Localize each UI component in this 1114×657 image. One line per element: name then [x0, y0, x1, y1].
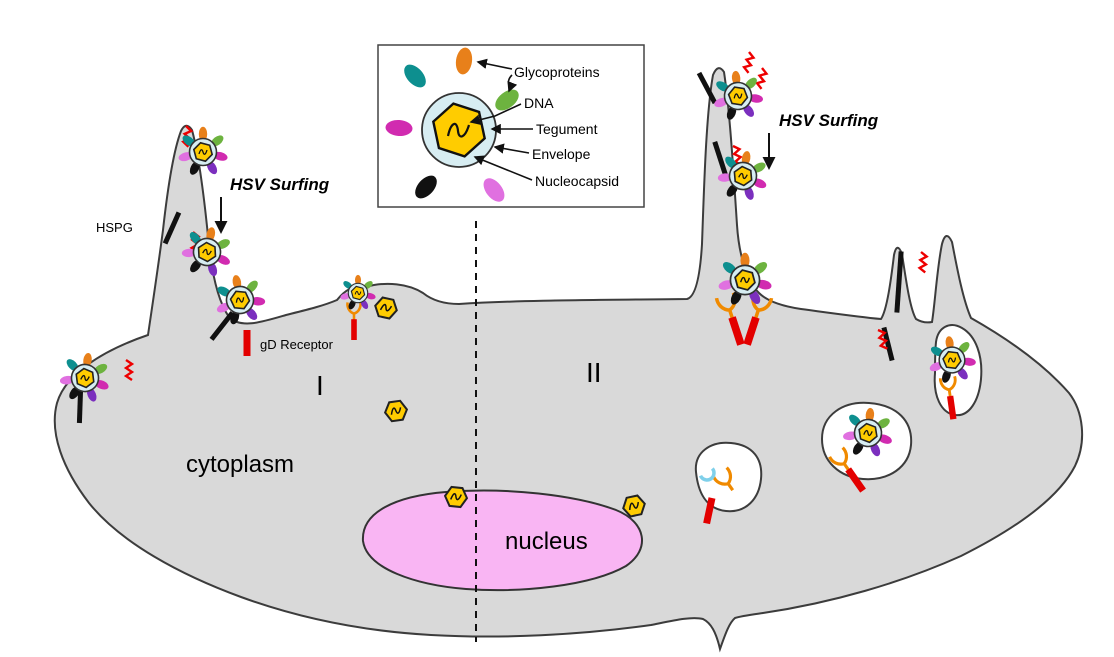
- hsv-surfing-right-label: HSV Surfing: [779, 111, 879, 130]
- glycoprotein-black: [415, 175, 437, 199]
- vesicle-cargo-crescent: [698, 464, 716, 482]
- cytoplasm-label: cytoplasm: [186, 451, 294, 478]
- heparan-zigzag: [918, 250, 929, 274]
- gd-receptor-bar: [243, 330, 251, 356]
- glycoprotein-magenta: [385, 119, 413, 137]
- glycoprotein-green: [495, 89, 519, 111]
- dna-squiggle: [446, 122, 471, 138]
- envelope-arrow: [493, 143, 530, 154]
- nucleus-label: nucleus: [505, 528, 588, 555]
- heparan-zigzag: [754, 66, 769, 91]
- glycoproteins-arrow-2: [507, 74, 518, 93]
- nucleocapsid-arrow: [473, 155, 533, 181]
- gd-receptor-label: gD Receptor: [260, 337, 334, 352]
- nucleocapsid-label: Nucleocapsid: [535, 173, 619, 189]
- dna-label: DNA: [524, 95, 554, 111]
- cell-body: [53, 67, 1084, 653]
- hspg-label: HSPG: [96, 220, 133, 235]
- vesicle: [694, 441, 763, 513]
- heparan-zigzag: [741, 50, 756, 75]
- glycoprotein-orange: [455, 47, 473, 75]
- region-i-label: I: [316, 370, 324, 401]
- tegument-label: Tegument: [536, 121, 598, 137]
- envelope-label: Envelope: [532, 146, 591, 162]
- hsv-surfing-left-label: HSV Surfing: [230, 175, 330, 194]
- glycoprotein-teal: [404, 64, 426, 88]
- gd-receptors: [243, 293, 961, 525]
- glycoproteins-arrow-1: [476, 58, 513, 70]
- region-ii-label: II: [586, 357, 602, 388]
- inset-labels: Glycoproteins DNA Tegument Envelope Nucl…: [469, 58, 619, 189]
- glycoproteins-label: Glycoproteins: [514, 64, 600, 80]
- glycoprotein-violet: [483, 178, 505, 202]
- dna-arrow: [469, 103, 522, 125]
- nucleus-shape: [361, 489, 643, 592]
- virus-structure-inset: Glycoproteins DNA Tegument Envelope Nucl…: [377, 44, 645, 208]
- main-labels: HSV Surfing HSV Surfing HSPG gD Receptor…: [96, 111, 879, 555]
